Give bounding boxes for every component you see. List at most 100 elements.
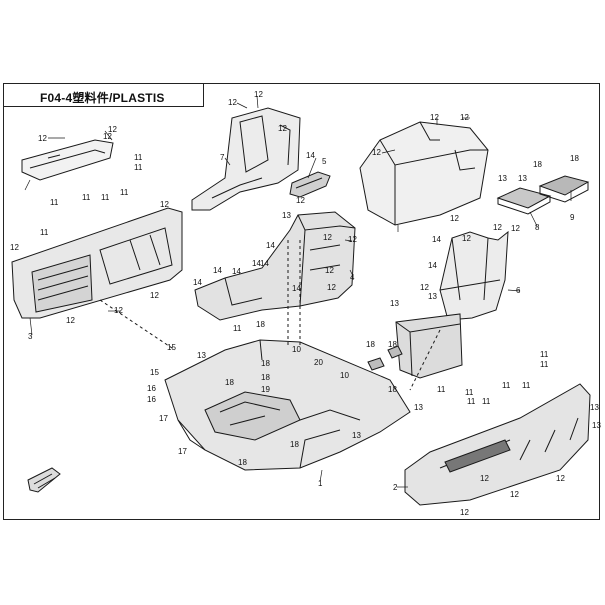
part-5-vent	[289, 171, 331, 198]
callout-11: 11	[134, 163, 143, 172]
callout-11: 11	[82, 193, 91, 202]
part-2-right-lower-panel	[404, 383, 591, 506]
callout-12: 13	[390, 299, 399, 308]
callout-13: 14	[292, 284, 301, 293]
callout-14: 15	[167, 343, 176, 352]
callout-8: 8	[535, 223, 540, 232]
callout-12: 12	[66, 316, 75, 325]
callout-12: 12	[480, 474, 489, 483]
callout-13: 13	[498, 174, 507, 183]
callout-13: 14	[260, 259, 269, 268]
diagram-frame	[3, 83, 600, 520]
callout-11: 11	[465, 388, 474, 397]
callout-13: 13	[282, 211, 291, 220]
callout-18: 20	[314, 358, 323, 367]
callout-12: 12	[460, 508, 469, 517]
part-17-pads	[367, 345, 403, 371]
callout-14: 14	[432, 235, 441, 244]
callout-12: 12	[10, 243, 19, 252]
callout-12: 12	[114, 306, 123, 315]
title-box	[3, 83, 204, 107]
callout-11: 11	[40, 228, 49, 237]
callout-16: 18	[570, 154, 579, 163]
callout-12: 12	[38, 134, 47, 143]
callout-12: 13	[414, 403, 423, 412]
callout-12: 12	[323, 233, 332, 242]
callout-11: 11	[502, 381, 511, 390]
callout-12: 13	[592, 421, 601, 430]
part-1-floor-pan	[164, 339, 411, 471]
callout-18: 19	[261, 385, 270, 394]
under-seat-box	[395, 313, 463, 379]
callout-2: 2	[393, 483, 398, 492]
callout-5: 5	[322, 157, 327, 166]
assembly-lines	[99, 240, 441, 391]
callout-3: 3	[28, 332, 33, 341]
callout-11: 11	[467, 397, 476, 406]
callout-10: 10	[340, 371, 349, 380]
callout-12: 12	[160, 200, 169, 209]
callout-16: 18	[533, 160, 542, 169]
callout-14: 17	[159, 414, 168, 423]
callout-12: 12	[430, 113, 439, 122]
callout-12: 12	[450, 214, 459, 223]
callout-12: 12	[510, 490, 519, 499]
callout-11: 11	[522, 381, 531, 390]
callout-11: 11	[50, 198, 59, 207]
callout-4: 4	[350, 273, 355, 282]
diagram-title: F04-4塑料件/PLASTIS	[40, 91, 165, 105]
callout-11: 11	[482, 397, 491, 406]
direction-arrow-icon	[27, 467, 61, 493]
callout-12: 12	[325, 266, 334, 275]
callout-12: 13	[352, 431, 361, 440]
callout-18: 18	[225, 378, 234, 387]
callout-12: 12	[460, 113, 469, 122]
callout-9: 9	[570, 213, 575, 222]
callout-14: 15	[150, 368, 159, 377]
part-6-right-side-frame	[439, 230, 509, 321]
callout-11: 11	[101, 193, 110, 202]
part-20-panel	[21, 139, 114, 181]
callout-11: 11	[134, 153, 143, 162]
callout-15: 18	[256, 320, 265, 329]
callout-14: 14	[306, 151, 315, 160]
callout-13: 13	[518, 174, 527, 183]
callout-12: 12	[493, 223, 502, 232]
callout-17: 18	[366, 340, 375, 349]
callout-11: 11	[233, 324, 242, 333]
callout-13: 14	[266, 241, 275, 250]
callout-11: 11	[540, 350, 549, 359]
callout-1: 1	[318, 479, 323, 488]
part-4-center-console	[194, 211, 356, 321]
callout-14: 17	[178, 447, 187, 456]
callout-11: 11	[540, 360, 549, 369]
callout-12: 12	[348, 235, 357, 244]
callout-10: 10	[292, 345, 301, 354]
part-9-cover	[538, 175, 590, 203]
callout-17: 18	[388, 340, 397, 349]
callout-14: 16	[147, 395, 156, 404]
callout-12: 12	[556, 474, 565, 483]
callout-12: 12	[103, 132, 112, 141]
callout-14: 14	[428, 261, 437, 270]
callout-12: 12	[228, 98, 237, 107]
callout-13: 14	[193, 278, 202, 287]
callout-12: 12	[150, 291, 159, 300]
callout-15: 18	[388, 385, 397, 394]
part-19-storage-bin	[359, 121, 489, 226]
callout-13: 14	[252, 259, 261, 268]
part-8-cover	[496, 187, 552, 215]
callout-7: 7	[220, 153, 225, 162]
callout-18: 18	[261, 373, 270, 382]
callout-12: 12	[420, 283, 429, 292]
callout-14: 16	[147, 384, 156, 393]
callout-13: 14	[232, 267, 241, 276]
callout-11: 11	[437, 385, 446, 394]
part-7-front-upper-panel	[191, 107, 301, 211]
callout-12: 13	[428, 292, 437, 301]
callout-11: 11	[120, 188, 129, 197]
leader-lines	[24, 95, 572, 488]
callout-12: 12	[327, 283, 336, 292]
